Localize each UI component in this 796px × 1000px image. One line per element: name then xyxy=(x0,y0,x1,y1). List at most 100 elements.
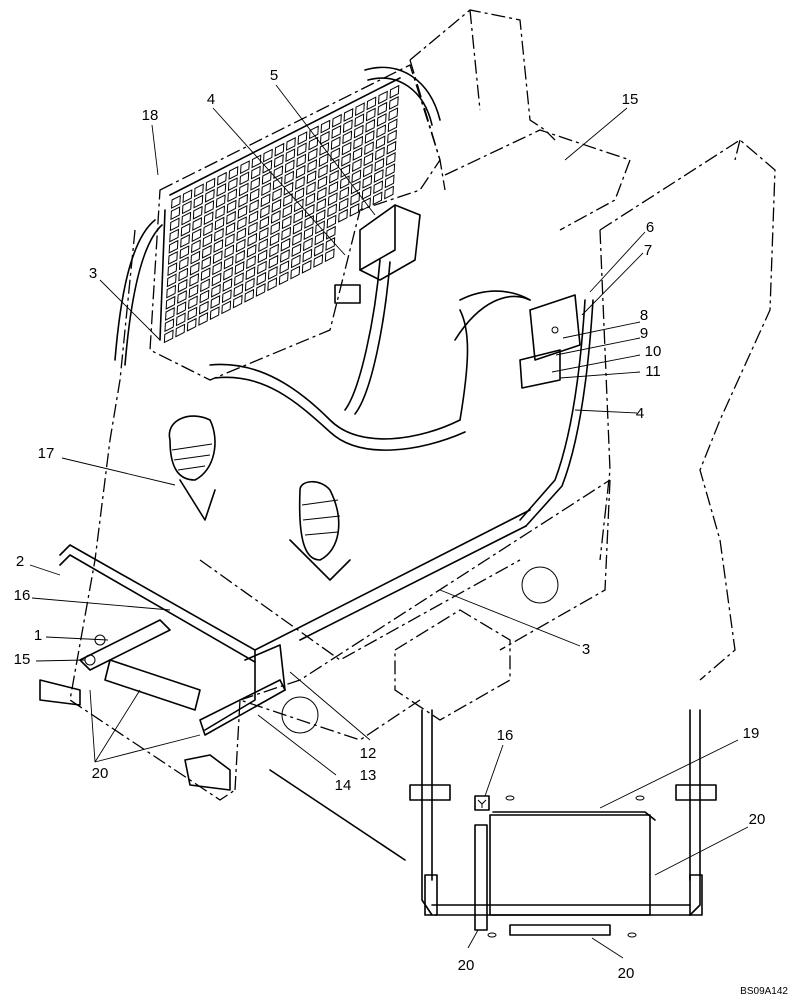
screen-cell xyxy=(377,101,388,116)
screen-cell xyxy=(215,205,226,220)
screen-cell xyxy=(165,295,176,310)
grab-handles xyxy=(114,66,441,366)
callout-1: 1 xyxy=(34,627,42,644)
screen-cell xyxy=(237,216,247,231)
callout-9: 9 xyxy=(640,325,648,342)
screen-cell xyxy=(338,197,349,212)
screen-cell xyxy=(246,255,256,270)
screen-cell xyxy=(350,180,361,195)
screen-cell xyxy=(222,277,233,292)
screen-cell xyxy=(221,289,232,304)
screen-cell xyxy=(249,199,259,214)
callout-5: 5 xyxy=(270,67,278,84)
screen-cell xyxy=(270,221,281,236)
screen-cell xyxy=(350,191,361,206)
callout-2: 2 xyxy=(16,553,24,570)
callout-15-bottom: 15 xyxy=(14,651,31,668)
screen-cell xyxy=(198,300,209,315)
screen-cell xyxy=(257,249,268,264)
screen-cell xyxy=(293,209,304,224)
screen-cell xyxy=(255,282,266,297)
callout-17: 17 xyxy=(38,445,55,462)
screen-cell xyxy=(223,266,233,281)
screen-cell xyxy=(167,262,178,277)
screen-cell xyxy=(304,203,315,218)
screen-cell xyxy=(171,194,181,209)
screen-cell xyxy=(233,283,244,298)
rear-screen xyxy=(149,64,441,381)
screen-cell xyxy=(372,191,383,206)
screen-cell xyxy=(170,206,181,221)
screen-cell xyxy=(236,227,247,242)
screen-cell xyxy=(384,174,395,189)
screen-cell xyxy=(295,175,305,190)
screen-cell xyxy=(293,198,304,213)
screen-cell xyxy=(272,187,282,202)
screen-cell xyxy=(217,171,227,186)
screen-cell xyxy=(247,221,258,236)
screen-cell xyxy=(248,210,259,225)
screen-cell xyxy=(316,197,327,212)
screen-cell xyxy=(349,202,360,217)
screen-cell xyxy=(260,193,271,208)
screen-cell xyxy=(283,181,294,196)
screen-cell xyxy=(213,238,224,253)
screen-cell xyxy=(330,136,341,151)
screen-cell xyxy=(355,102,365,117)
screen-cell xyxy=(284,170,295,185)
callout-19: 19 xyxy=(743,725,760,742)
inset-leader-line xyxy=(269,769,406,861)
screen-cell xyxy=(169,228,180,243)
screen-cell xyxy=(374,157,385,172)
callout-10: 10 xyxy=(645,343,662,360)
screen-cell xyxy=(339,175,350,190)
screen-cell xyxy=(269,243,279,258)
screen-cell xyxy=(286,136,296,151)
screen-cell xyxy=(292,231,302,246)
screen-cell xyxy=(352,146,363,161)
screen-cell xyxy=(204,188,215,203)
screen-cell xyxy=(205,177,216,192)
screen-cell xyxy=(343,107,354,122)
screen-cell xyxy=(204,199,215,214)
screen-cell xyxy=(226,199,237,214)
callout-15-top: 15 xyxy=(622,91,639,108)
screen-cell xyxy=(332,113,342,128)
screen-cell xyxy=(319,141,330,156)
screen-cell xyxy=(327,203,338,218)
screen-cell xyxy=(226,210,236,225)
wiring-harness xyxy=(299,299,594,641)
callout-16-main: 16 xyxy=(14,587,31,604)
screen-cell xyxy=(281,215,292,230)
callout-13: 13 xyxy=(360,767,377,784)
screen-cell xyxy=(324,248,335,263)
screen-cell xyxy=(191,228,202,243)
screen-cell xyxy=(340,163,351,178)
screen-cell xyxy=(353,124,364,139)
callout-3-bottom: 3 xyxy=(582,641,590,658)
callout-20-inset-left: 20 xyxy=(458,957,475,974)
screen-cell xyxy=(235,238,246,253)
screen-cell xyxy=(188,284,199,299)
screen-cell xyxy=(316,186,327,201)
screen-cell xyxy=(214,227,224,242)
screen-cell xyxy=(389,84,400,99)
screen-cell xyxy=(353,135,364,150)
screen-cell xyxy=(168,250,178,265)
screen-cell xyxy=(363,152,374,167)
screen-cell xyxy=(192,216,203,231)
screen-cell xyxy=(235,249,246,264)
screen-cell xyxy=(305,192,316,207)
screen-cell xyxy=(387,129,397,144)
screen-cell xyxy=(342,130,353,145)
screen-cell xyxy=(294,187,305,202)
screen-cell xyxy=(284,159,295,174)
control-bracket xyxy=(519,294,581,389)
screen-cell xyxy=(166,284,177,299)
screen-cell xyxy=(314,231,325,246)
right-joystick xyxy=(289,480,351,581)
screen-cell xyxy=(202,233,213,248)
screen-cell xyxy=(169,217,180,232)
callout-20-inset-bottom: 20 xyxy=(618,965,635,982)
